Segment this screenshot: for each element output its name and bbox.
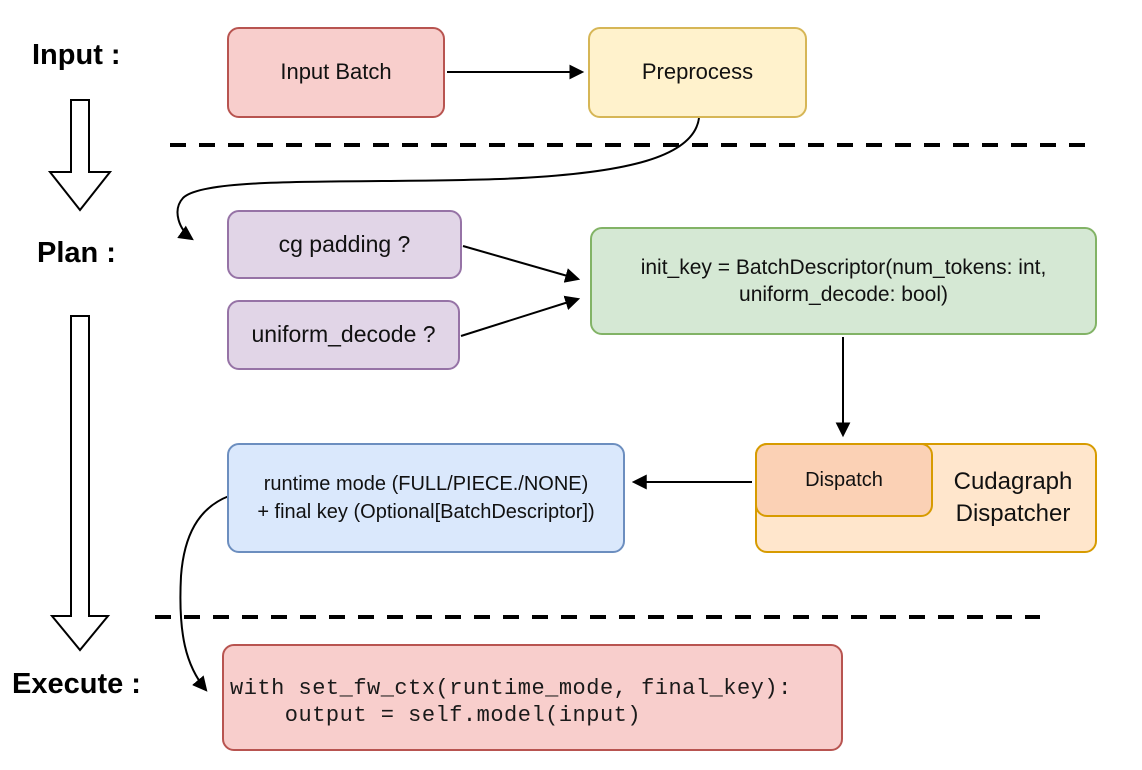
stage-arrow-input-icon: [47, 99, 113, 212]
node-input-batch: Input Batch: [227, 27, 445, 118]
node-cudagraph-dispatcher-label: Cudagraph Dispatcher: [935, 445, 1091, 551]
stage-label-execute: Execute :: [12, 668, 141, 700]
node-preprocess: Preprocess: [588, 27, 807, 118]
node-init-key: init_key = BatchDescriptor(num_tokens: i…: [590, 227, 1097, 335]
arrow-preprocess-to-cg-padding: [176, 117, 700, 241]
node-execute-code: with set_fw_ctx(runtime_mode, final_key)…: [222, 644, 843, 751]
node-cudagraph-line1: Cudagraph: [953, 467, 1073, 495]
execute-code-line2: output = self.model(input): [230, 702, 642, 728]
execute-code-line1: with set_fw_ctx(runtime_mode, final_key)…: [230, 675, 792, 701]
node-input-batch-label: Input Batch: [280, 59, 392, 85]
arrow-runtime-mode-to-execute-code: [179, 495, 230, 692]
node-runtime-mode: runtime mode (FULL/PIECE./NONE) + final …: [227, 443, 625, 553]
stage-arrow-plan-execute-icon: [49, 315, 111, 652]
node-init-key-line1: init_key = BatchDescriptor(num_tokens: i…: [640, 255, 1047, 279]
node-uniform-decode-label: uniform_decode ?: [251, 321, 436, 348]
node-dispatch: Dispatch: [755, 443, 933, 517]
stage-label-input: Input :: [32, 39, 121, 71]
node-cudagraph-line2: Dispatcher: [955, 500, 1071, 527]
arrow-cg-padding-to-init-key: [462, 245, 581, 283]
node-runtime-mode-line1: runtime mode (FULL/PIECE./NONE): [263, 473, 589, 495]
node-cg-padding: cg padding ?: [227, 210, 462, 279]
arrow-uniform-decode-to-init-key: [460, 295, 581, 337]
node-dispatch-label: Dispatch: [805, 469, 883, 491]
stage-label-plan: Plan :: [37, 237, 116, 269]
node-cg-padding-label: cg padding ?: [278, 230, 411, 257]
node-init-key-line2: uniform_decode: bool): [739, 283, 948, 306]
node-uniform-decode: uniform_decode ?: [227, 300, 460, 370]
node-preprocess-label: Preprocess: [641, 59, 754, 85]
node-runtime-mode-line2: + final key (Optional[BatchDescriptor]): [257, 501, 595, 523]
